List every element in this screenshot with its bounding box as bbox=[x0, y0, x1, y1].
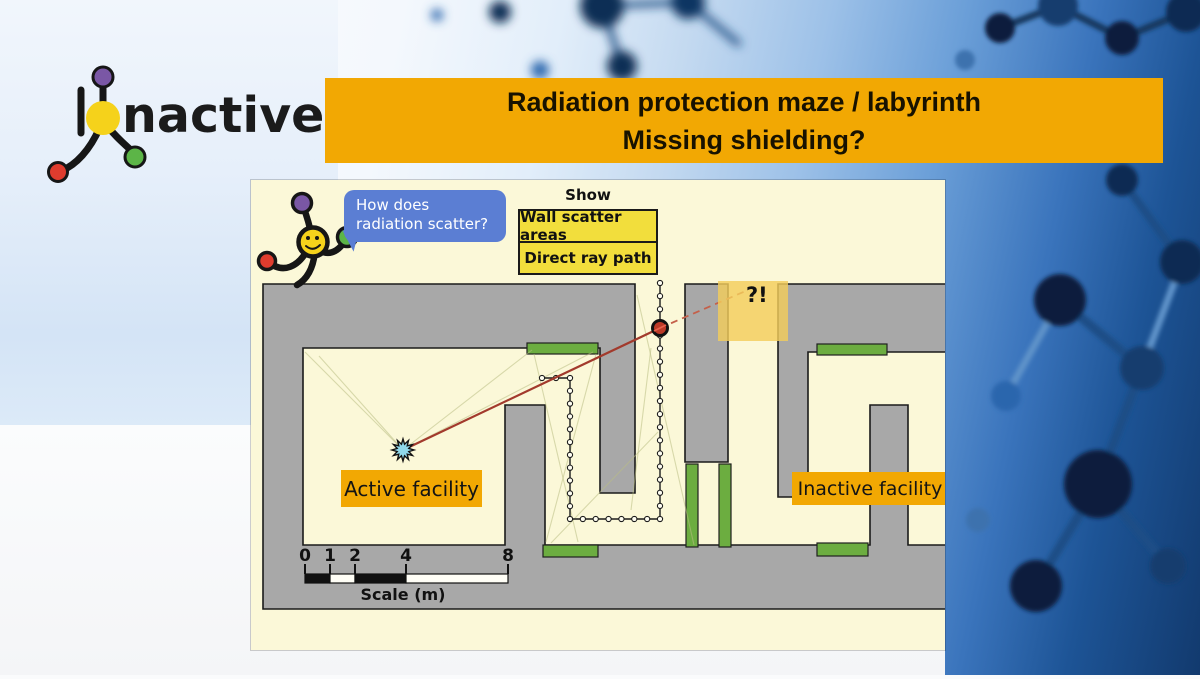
walk-path bbox=[538, 279, 664, 523]
title-line-1: Radiation protection maze / labyrinth bbox=[506, 86, 982, 117]
title-line-2: Missing shielding? bbox=[622, 124, 866, 155]
direct-ray-path-button[interactable]: Direct ray path bbox=[520, 241, 656, 273]
alert-text: ?! bbox=[746, 283, 768, 307]
slide-panel: 0 1 2 4 8 Scale (m) ?! Active facility I… bbox=[250, 179, 946, 651]
scale-tick: 0 bbox=[299, 546, 311, 566]
show-heading: Show bbox=[565, 186, 611, 204]
scatter-rays bbox=[304, 294, 695, 546]
molecule-cluster-right bbox=[966, 164, 1200, 612]
logo: nactive bbox=[30, 55, 340, 200]
molecule-cluster-top-right bbox=[955, 0, 1200, 70]
show-panel: Show Wall scatter areas Direct ray path bbox=[518, 186, 658, 275]
wall-scatter-areas-button[interactable]: Wall scatter areas bbox=[520, 208, 656, 244]
scale-tick: 4 bbox=[400, 546, 412, 566]
scale-tick: 1 bbox=[324, 546, 336, 566]
inactive-facility-label: Inactive facility bbox=[792, 472, 945, 505]
bubble-line-1: How does bbox=[356, 196, 430, 214]
maze-svg: 0 1 2 4 8 Scale (m) bbox=[262, 279, 945, 610]
brand-text: nactive bbox=[122, 87, 325, 144]
direct-ray bbox=[402, 327, 661, 451]
show-buttons: Wall scatter areas Direct ray path bbox=[518, 208, 658, 275]
maze-walls bbox=[262, 283, 945, 610]
logo-molecule-icon bbox=[47, 65, 147, 183]
person-dot-icon bbox=[651, 319, 669, 337]
scale-caption: Scale (m) bbox=[360, 585, 445, 604]
bubble-line-2: radiation scatter? bbox=[356, 215, 489, 233]
scatter-areas bbox=[526, 342, 888, 558]
scale-bar: 0 1 2 4 8 Scale (m) bbox=[299, 546, 514, 604]
active-facility-label: Active facility bbox=[341, 470, 482, 507]
source-star-icon bbox=[389, 436, 417, 464]
title-banner: Radiation protection maze / labyrinth Mi… bbox=[325, 78, 1163, 163]
molecule-cluster-top bbox=[431, 0, 742, 81]
escape-ray bbox=[659, 289, 749, 329]
scale-tick: 8 bbox=[502, 546, 514, 566]
speech-bubble: How does radiation scatter? bbox=[338, 190, 506, 252]
alert-box: ?! bbox=[718, 281, 788, 341]
scale-tick: 2 bbox=[349, 546, 361, 566]
